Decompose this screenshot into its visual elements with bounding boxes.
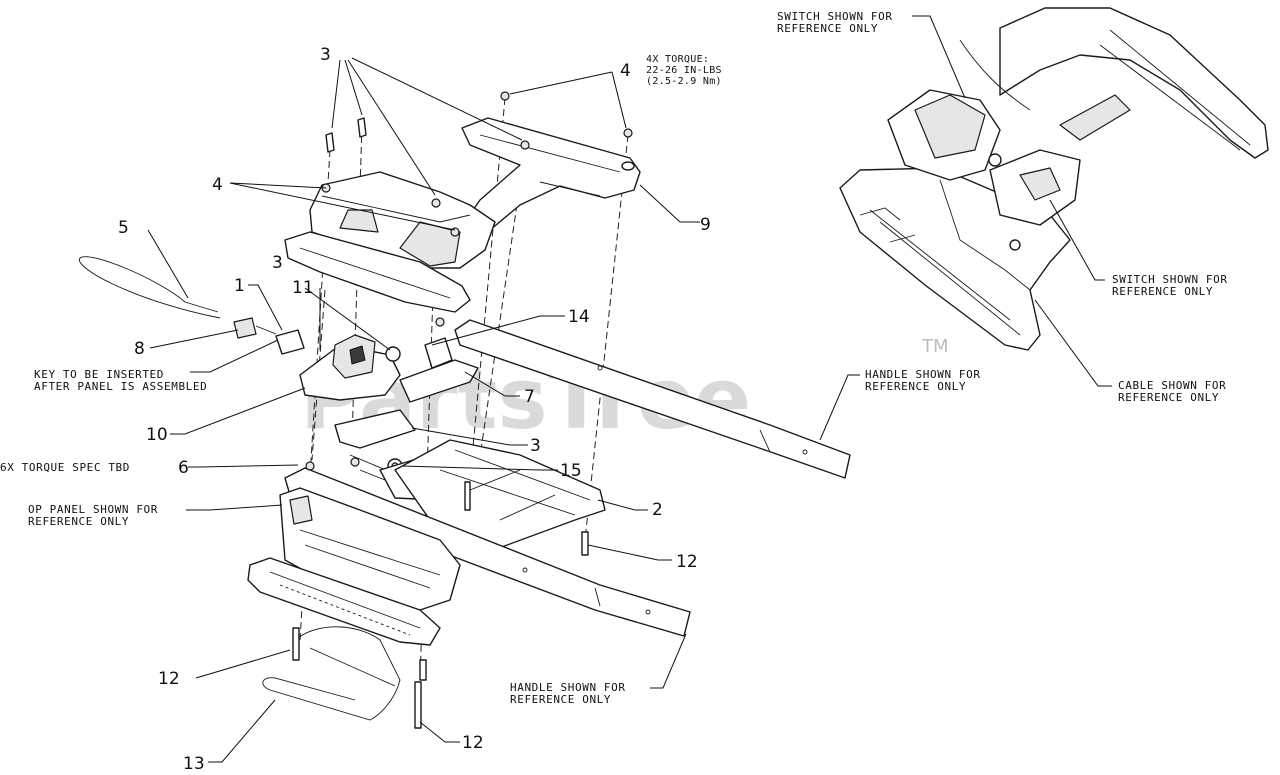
part-10-switch-bracket — [299, 334, 401, 401]
note-key-line1: KEY TO BE INSERTED — [34, 368, 164, 381]
note-switch-right-line2: REFERENCE ONLY — [1112, 285, 1213, 298]
callout-7: 7 — [524, 387, 535, 407]
callout-3-low: 3 — [530, 436, 541, 456]
callout-3-top: 3 — [320, 45, 331, 65]
note-torque-line2: 22-26 IN-LBS — [646, 65, 722, 76]
callout-2: 2 — [652, 500, 663, 520]
watermark-tm: TM — [921, 336, 949, 357]
note-op-panel-line1: OP PANEL SHOWN FOR — [28, 503, 158, 516]
callout-15: 15 — [560, 461, 582, 481]
part-13-bail — [262, 626, 401, 721]
part-3-dash-panel — [284, 231, 471, 313]
callout-14: 14 — [568, 307, 590, 327]
callout-12-bottom: 12 — [462, 733, 484, 753]
note-key-line2: AFTER PANEL IS ASSEMBLED — [34, 380, 207, 393]
callout-3-mid: 3 — [272, 253, 283, 273]
fasteners — [292, 91, 633, 729]
inset-switch-detail — [839, 7, 1269, 351]
note-switch-top-line2: REFERENCE ONLY — [777, 22, 878, 35]
note-handle-top-line2: REFERENCE ONLY — [865, 380, 966, 393]
callout-12-left: 12 — [158, 669, 180, 689]
callout-1: 1 — [234, 276, 245, 296]
callout-5: 5 — [118, 218, 129, 238]
callout-13: 13 — [183, 754, 205, 774]
note-torque-line1: 4X TORQUE: — [646, 54, 709, 65]
part-14-bracket — [424, 337, 453, 369]
part-9-handle-cover — [454, 117, 641, 246]
callout-9: 9 — [700, 215, 711, 235]
note-op-panel-line2: REFERENCE ONLY — [28, 515, 129, 528]
callout-8: 8 — [134, 339, 145, 359]
handle-right-tube — [454, 319, 851, 479]
callout-4-left: 4 — [212, 175, 223, 195]
note-torque-spec: 6X TORQUE SPEC TBD — [0, 461, 130, 474]
note-handle-bottom-line1: HANDLE SHOWN FOR — [510, 681, 626, 694]
callout-6: 6 — [178, 458, 189, 478]
callout-12-right: 12 — [676, 552, 698, 572]
part-5-lanyard-cable — [78, 256, 221, 319]
callout-numbers: 3 4 4 9 5 3 1 11 14 8 7 10 3 6 15 2 12 1… — [118, 45, 711, 774]
front-handle-grip — [247, 557, 441, 646]
note-torque-line3: (2.5-2.9 Nm) — [646, 76, 722, 87]
note-handle-top-line1: HANDLE SHOWN FOR — [865, 368, 981, 381]
callout-11: 11 — [292, 278, 314, 298]
note-switch-right-line1: SWITCH SHOWN FOR — [1112, 273, 1228, 286]
notes: 4X TORQUE: 22-26 IN-LBS (2.5-2.9 Nm) KEY… — [0, 10, 1228, 706]
part-1-key — [233, 317, 305, 355]
leader-lines — [147, 15, 1112, 763]
note-switch-top-line1: SWITCH SHOWN FOR — [777, 10, 893, 23]
callout-4-top: 4 — [620, 61, 631, 81]
callout-10: 10 — [146, 425, 168, 445]
part-7-arm — [399, 359, 479, 403]
note-cable-line2: REFERENCE ONLY — [1118, 391, 1219, 404]
note-handle-bottom-line2: REFERENCE ONLY — [510, 693, 611, 706]
note-cable-line1: CABLE SHOWN FOR — [1118, 379, 1226, 392]
